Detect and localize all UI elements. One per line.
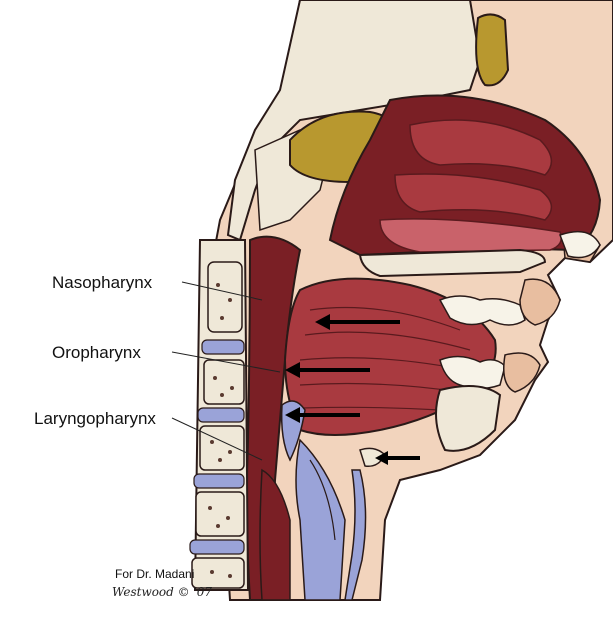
intervertebral-disc-1 — [202, 340, 244, 354]
cervical-spine — [190, 240, 248, 590]
intervertebral-disc-3 — [194, 474, 244, 488]
vertebra-2 — [204, 360, 244, 404]
credit-line: For Dr. Madani — [115, 567, 194, 581]
artist-signature: Westwood © '07 — [112, 585, 212, 599]
vertebra-1 — [208, 262, 242, 332]
hard-palate — [360, 250, 545, 276]
label-oropharynx: Oropharynx — [52, 343, 141, 362]
intervertebral-disc-2 — [198, 408, 244, 422]
label-nasopharynx: Nasopharynx — [52, 273, 153, 292]
label-laryngopharynx: Laryngopharynx — [34, 409, 156, 428]
frontal-sinus — [476, 14, 508, 85]
lower-lip — [504, 353, 540, 392]
intervertebral-disc-4 — [190, 540, 244, 554]
vertebra-5 — [192, 558, 244, 588]
vertebra-4 — [196, 492, 244, 536]
